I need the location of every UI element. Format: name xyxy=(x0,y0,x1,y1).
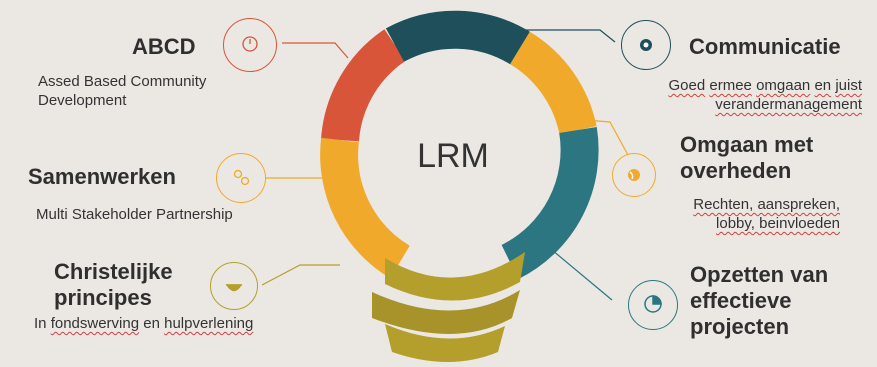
ring-segment-teal xyxy=(501,126,599,280)
item-title-abcd: ABCD xyxy=(132,34,196,59)
desc-word: ermee xyxy=(709,77,752,94)
item-title-communicatie: Communicatie xyxy=(689,34,841,59)
bowl-icon xyxy=(210,262,258,310)
item-title-christelijke: Christelijke principes xyxy=(54,259,173,311)
ring-segment-orange-right xyxy=(509,31,597,135)
desc-word: In xyxy=(34,315,47,332)
target-icon xyxy=(621,20,671,70)
desc-word: en xyxy=(143,315,160,332)
desc-word: juist xyxy=(835,77,862,94)
desc-word: hulpverlening xyxy=(164,315,254,332)
item-title-samenwerken: Samenwerken xyxy=(28,164,176,189)
connector-opzetten xyxy=(539,239,613,301)
item-title-omgaan: Omgaan met overheden xyxy=(680,132,813,184)
desc-word: omgaan xyxy=(756,77,811,94)
item-description-communicatie: Goed ermee omgaan en juist verandermanag… xyxy=(612,76,862,114)
item-description-samenwerken: Multi Stakeholder Partnership xyxy=(36,206,233,223)
bulb-base-1 xyxy=(385,252,525,301)
bulb-base-2 xyxy=(372,290,520,334)
desc-line: lobby, beinvloeden xyxy=(716,215,840,232)
center-label: LRM xyxy=(417,137,489,175)
desc-word: fondswerving xyxy=(50,315,140,332)
title-line: Omgaan met xyxy=(680,132,814,157)
bulb-base-3 xyxy=(385,324,505,362)
desc-line: verandermanagement xyxy=(715,96,862,113)
globe-icon xyxy=(612,153,656,197)
connector-abcd xyxy=(282,42,349,59)
desc-line: Rechten, aanspreken, xyxy=(693,196,840,213)
ring-segment-red xyxy=(321,29,407,142)
title-line: effectieve xyxy=(690,288,792,313)
pie-chart-icon xyxy=(628,280,678,330)
compass-icon xyxy=(223,18,277,72)
desc-word: en xyxy=(814,77,832,94)
desc-word: Goed xyxy=(668,77,706,94)
title-line: Christelijke xyxy=(54,259,173,284)
ring-segment-darkteal xyxy=(385,10,530,65)
connector-communicatie xyxy=(500,29,616,43)
title-line: Opzetten van xyxy=(690,262,829,287)
item-description-christelijke: In fondswerving en hulpverlening xyxy=(34,314,253,333)
item-description-omgaan: Rechten, aanspreken, lobby, beinvloeden xyxy=(640,195,840,233)
title-line: projecten xyxy=(690,314,790,339)
item-title-opzetten: Opzetten van effectieve projecten xyxy=(690,262,828,340)
link-icon xyxy=(216,153,266,203)
ring-segment-orange-left xyxy=(320,137,411,279)
connector-christelijke xyxy=(261,264,340,286)
title-line: principes xyxy=(54,285,152,310)
title-line: overheden xyxy=(680,158,792,183)
item-description-abcd: Assed Based Community Development xyxy=(38,73,207,109)
